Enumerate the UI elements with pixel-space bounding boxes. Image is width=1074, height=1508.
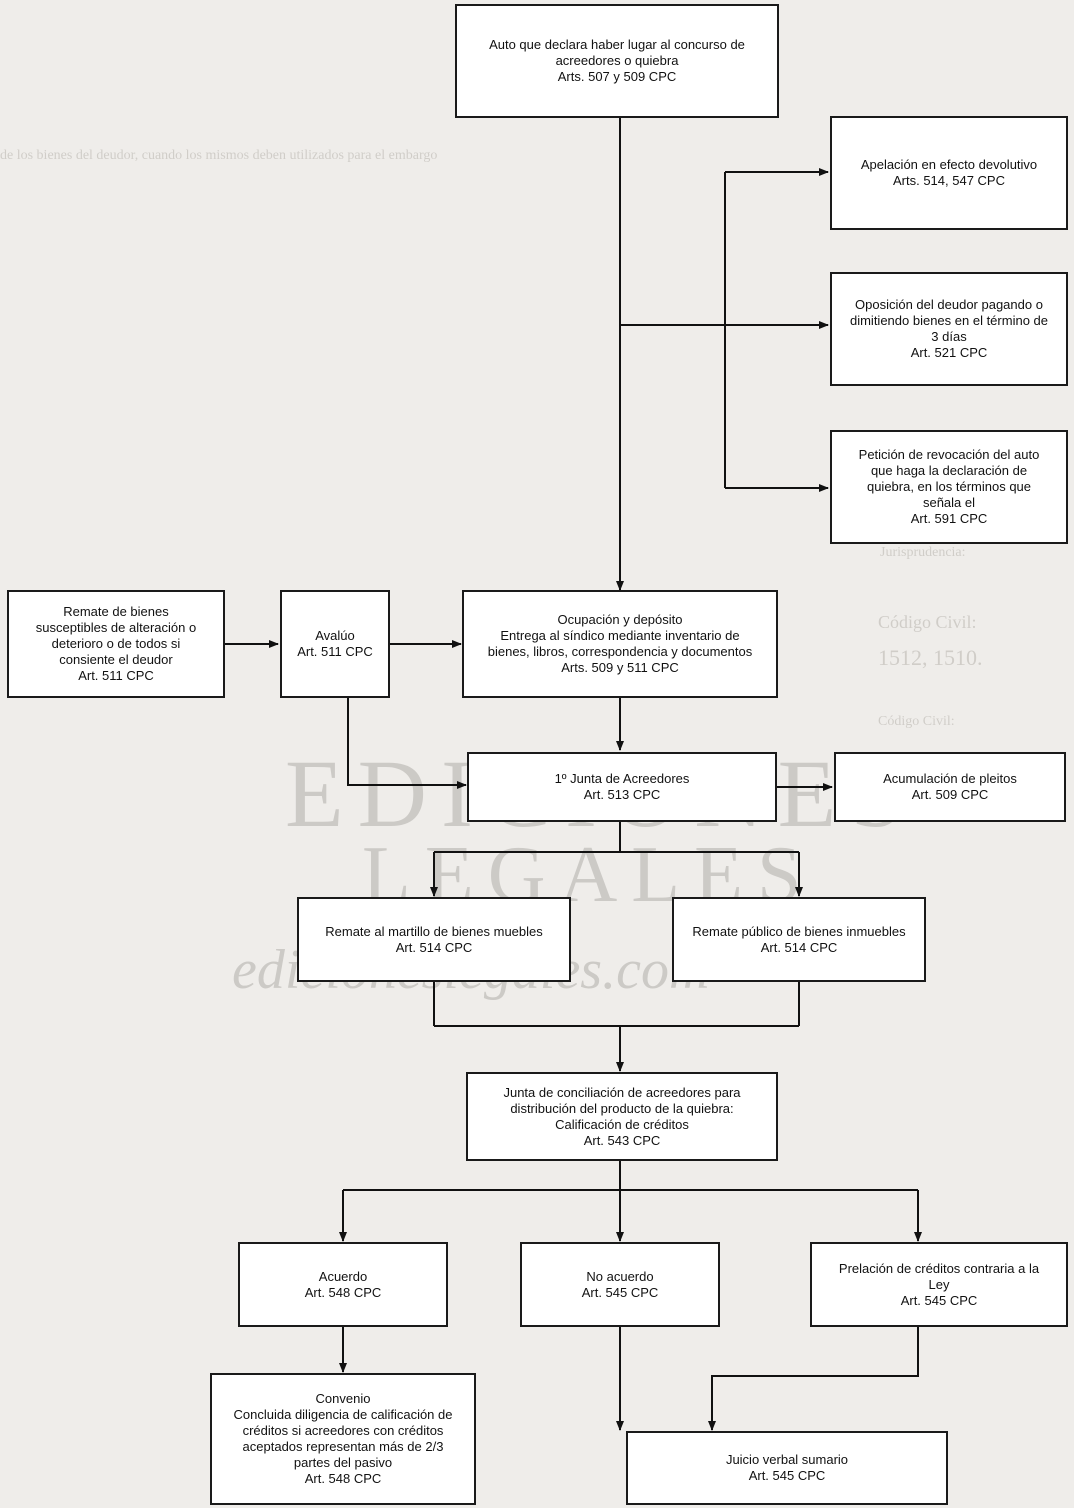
node-acuerdo: Acuerdo Art. 548 CPC bbox=[238, 1242, 448, 1327]
node-ocupacion-deposito: Ocupación y depósito Entrega al síndico … bbox=[462, 590, 778, 698]
node-remate-alteracion: Remate de bienes susceptibles de alterac… bbox=[7, 590, 225, 698]
node-juicio-verbal: Juicio verbal sumario Art. 545 CPC bbox=[626, 1431, 948, 1505]
node-convenio: Convenio Concluida diligencia de calific… bbox=[210, 1373, 476, 1505]
node-no-acuerdo: No acuerdo Art. 545 CPC bbox=[520, 1242, 720, 1327]
node-auto-declara-concurso: Auto que declara haber lugar al concurso… bbox=[455, 4, 779, 118]
background-text: 1512, 1510. bbox=[878, 645, 983, 670]
node-junta-conciliacion: Junta de conciliación de acreedores para… bbox=[466, 1072, 778, 1161]
node-prelacion-creditos: Prelación de créditos contraria a la Ley… bbox=[810, 1242, 1068, 1327]
node-primera-junta: 1º Junta de Acreedores Art. 513 CPC bbox=[467, 752, 777, 822]
background-text: Código Civil: bbox=[878, 714, 955, 729]
node-remate-inmuebles: Remate público de bienes inmuebles Art. … bbox=[672, 897, 926, 982]
background-text: de los bienes del deudor, cuando los mis… bbox=[0, 148, 438, 163]
node-peticion-revocacion: Petición de revocación del auto que haga… bbox=[830, 430, 1068, 544]
node-acumulacion-pleitos: Acumulación de pleitos Art. 509 CPC bbox=[834, 752, 1066, 822]
node-remate-muebles: Remate al martillo de bienes muebles Art… bbox=[297, 897, 571, 982]
background-text: Código Civil: bbox=[878, 612, 977, 632]
node-avaluo: Avalúo Art. 511 CPC bbox=[280, 590, 390, 698]
node-apelacion: Apelación en efecto devolutivo Arts. 514… bbox=[830, 116, 1068, 230]
background-text: Jurisprudencia: bbox=[880, 545, 966, 560]
node-oposicion-deudor: Oposición del deudor pagando o dimitiend… bbox=[830, 272, 1068, 386]
